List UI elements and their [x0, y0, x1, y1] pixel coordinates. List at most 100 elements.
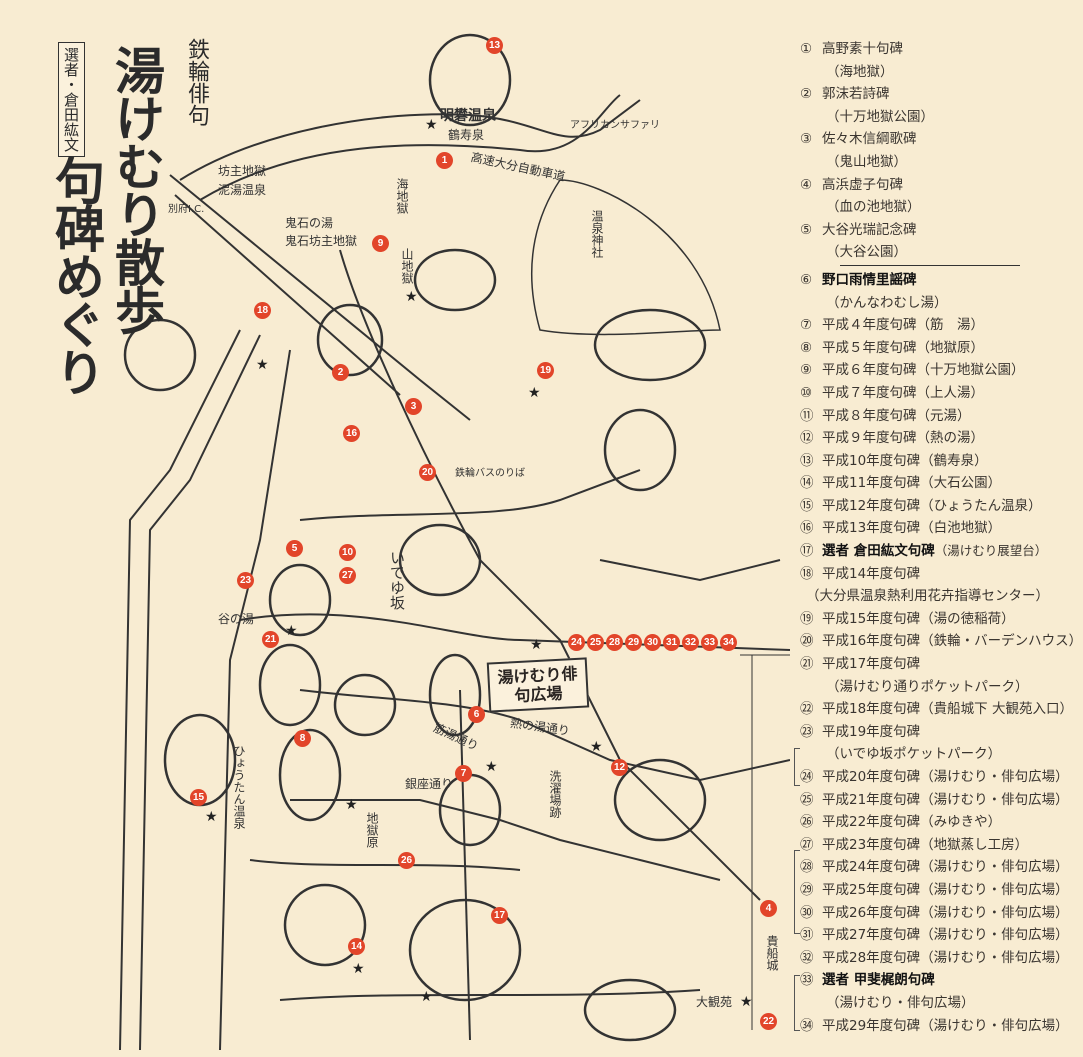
legend-title: 平成10年度句碑（鶴寿泉）: [822, 452, 988, 469]
marker-22[interactable]: 22: [760, 1013, 777, 1030]
legend-title: 平成８年度句碑（元湯）: [822, 407, 971, 424]
marker-25[interactable]: 25: [587, 634, 604, 651]
marker-29[interactable]: 29: [625, 634, 642, 651]
monument-star-icon: ★: [485, 759, 498, 775]
legend-number: ⑫: [800, 430, 814, 447]
legend-number: ㉙: [800, 881, 814, 898]
marker-1[interactable]: 1: [436, 152, 453, 169]
map-label: 明礬温泉: [440, 108, 496, 124]
marker-28[interactable]: 28: [606, 634, 623, 651]
map-label: いでゆ坂: [388, 550, 406, 610]
legend-number: ㉕: [800, 791, 814, 808]
marker-4[interactable]: 4: [760, 900, 777, 917]
legend-number: ⑳: [800, 633, 814, 650]
marker-18[interactable]: 18: [254, 302, 271, 319]
legend-location: （十万地獄公園）: [826, 108, 934, 125]
monument-star-icon: ★: [420, 989, 433, 1005]
marker-2[interactable]: 2: [332, 364, 349, 381]
marker-26[interactable]: 26: [398, 852, 415, 869]
map-label: 山地獄: [400, 248, 414, 284]
legend-number: ⑱: [800, 565, 814, 582]
legend-number: ⑮: [800, 497, 814, 514]
map-label: アフリカンサファリ: [570, 120, 660, 131]
legend-number: ⑥: [800, 271, 813, 288]
legend-number: ㉚: [800, 904, 814, 921]
legend-location: （湯けむり・俳句広場）: [826, 994, 975, 1011]
legend-bracket: [794, 748, 800, 786]
legend-number: ㉓: [800, 723, 814, 740]
legend-number: ㉖: [800, 814, 814, 831]
marker-15[interactable]: 15: [190, 789, 207, 806]
legend-title: 平成11年度句碑（大石公園）: [822, 475, 1002, 492]
marker-32[interactable]: 32: [682, 634, 699, 651]
marker-17[interactable]: 17: [491, 907, 508, 924]
marker-24[interactable]: 24: [568, 634, 585, 651]
map-subtitle: 句碑めぐり: [47, 155, 105, 395]
map-label: 銀座通り: [405, 777, 454, 791]
monument-star-icon: ★: [285, 623, 298, 639]
monument-star-icon: ★: [530, 637, 543, 653]
map-label: 地獄原: [365, 812, 379, 848]
marker-14[interactable]: 14: [348, 938, 365, 955]
marker-33[interactable]: 33: [701, 634, 718, 651]
marker-5[interactable]: 5: [286, 540, 303, 557]
map-label: 鶴寿泉: [448, 128, 485, 142]
marker-10[interactable]: 10: [339, 544, 356, 561]
map-title: 湯けむり散歩: [107, 45, 165, 333]
map-label: 温泉神社: [590, 210, 604, 258]
legend-number: ㉛: [800, 927, 814, 944]
legend-number: ⑲: [800, 610, 814, 627]
illustrated-map: 選者・倉田紘文 湯けむり散歩 句碑めぐり 鉄輪俳句 湯けむり俳句広場 明礬温泉 …: [47, 33, 790, 1051]
map-label: 谷の湯: [218, 612, 255, 626]
marker-20[interactable]: 20: [419, 464, 436, 481]
map-label: 鉄輪バスのりば: [455, 468, 525, 479]
marker-13[interactable]: 13: [486, 37, 503, 54]
map-label: 海地獄: [395, 178, 409, 214]
marker-34[interactable]: 34: [720, 634, 737, 651]
marker-23[interactable]: 23: [237, 572, 254, 589]
marker-9[interactable]: 9: [372, 235, 389, 252]
marker-3[interactable]: 3: [405, 398, 422, 415]
monument-star-icon: ★: [425, 117, 438, 133]
marker-21[interactable]: 21: [262, 631, 279, 648]
marker-27[interactable]: 27: [339, 567, 356, 584]
legend-title: 選者 甲斐梶朗句碑: [822, 972, 935, 989]
legend-title: 平成17年度句碑: [822, 656, 921, 673]
legend-number: ㉑: [800, 656, 814, 673]
marker-31[interactable]: 31: [663, 634, 680, 651]
marker-16[interactable]: 16: [343, 425, 360, 442]
map-label: 坊主地獄: [218, 164, 267, 178]
marker-12[interactable]: 12: [611, 759, 628, 776]
legend-title: 大谷光瑞記念碑: [822, 221, 917, 238]
legend-location: （海地獄）: [826, 63, 894, 80]
legend-number: ⑦: [800, 317, 813, 334]
map-label: 別府I.C.: [168, 204, 205, 215]
legend-location: （鬼山地獄）: [826, 153, 907, 170]
legend-number: ㉔: [800, 769, 814, 785]
monument-star-icon: ★: [256, 357, 269, 373]
marker-7[interactable]: 7: [455, 765, 472, 782]
marker-8[interactable]: 8: [294, 730, 311, 747]
marker-6[interactable]: 6: [468, 706, 485, 723]
marker-19[interactable]: 19: [537, 362, 554, 379]
marker-30[interactable]: 30: [644, 634, 661, 651]
monument-star-icon: ★: [528, 385, 541, 401]
